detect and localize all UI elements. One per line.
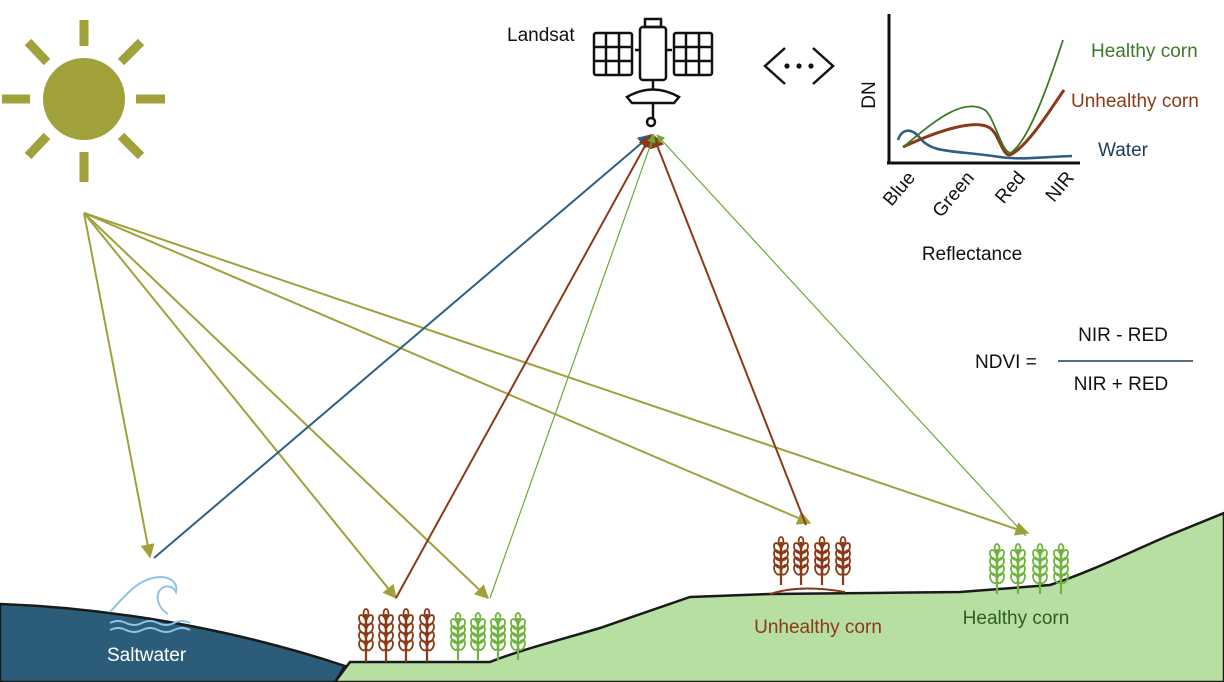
- healthy-corn-plant: [450, 612, 466, 660]
- incoming-solar-rays: [83, 212, 1030, 600]
- sea-water: [0, 602, 347, 682]
- legend-water: Water: [1098, 140, 1149, 161]
- healthy-corn-plant: [1032, 543, 1048, 594]
- unhealthy-corn-plant: [814, 536, 830, 585]
- reflected-ray-unhealthy-corn: [651, 133, 807, 526]
- healthy-corn-plant: [989, 543, 1005, 594]
- solar-ray-to-saltwater: [83, 212, 155, 559]
- spectral-reflectance-chart: DN Healthy corn Unhealthy corn Water Blu…: [859, 14, 1199, 265]
- unhealthy-corn-plant: [419, 608, 435, 662]
- band-label-blue: Blue: [879, 168, 920, 211]
- unhealthy-corn-plant: [773, 536, 789, 585]
- soil-mound: [769, 587, 846, 595]
- unhealthy-corn-plant: [793, 536, 809, 585]
- ndvi-denominator: NIR + RED: [1074, 374, 1169, 395]
- wave-icon: [109, 575, 191, 633]
- ndvi-numerator: NIR - RED: [1078, 325, 1168, 346]
- chart-x-axis-label: Reflectance: [922, 244, 1022, 265]
- land-terrain: [333, 511, 1224, 682]
- chart-y-axis-label: DN: [859, 81, 880, 108]
- solar-ray-to-unhealthy-corn: [83, 212, 812, 525]
- reflected-ray-near-unhealthy-corn: [395, 133, 652, 599]
- unhealthy-corn-plant: [358, 608, 374, 662]
- solar-ray-to-near-healthy-corn: [83, 212, 490, 599]
- healthy-corn-label: Healthy corn: [963, 608, 1070, 629]
- healthy-corn-plant: [1053, 543, 1069, 594]
- solar-ray-to-healthy-corn: [83, 212, 1030, 536]
- curve-unhealthy-corn: [902, 89, 1066, 157]
- curve-water: [896, 129, 1073, 160]
- healthy-corn-plant: [470, 612, 486, 660]
- band-label-red: Red: [991, 168, 1029, 208]
- sun-icon: [2, 20, 165, 182]
- legend-healthy-corn: Healthy corn: [1091, 41, 1198, 62]
- healthy-corn-plant: [510, 612, 526, 660]
- healthy-corn-plant: [1010, 543, 1026, 594]
- unhealthy-corn-plant: [378, 608, 394, 662]
- corn-plants: [358, 536, 1069, 662]
- solar-ray-to-near-unhealthy-corn: [83, 212, 397, 600]
- ellipsis-brackets-icon: [763, 47, 835, 85]
- legend-unhealthy-corn: Unhealthy corn: [1071, 91, 1199, 112]
- reflected-ray-near-healthy-corn: [489, 134, 656, 599]
- satellite-icon: [592, 17, 714, 128]
- unhealthy-corn-plant: [398, 608, 414, 662]
- ndvi-lhs: NDVI =: [975, 352, 1037, 373]
- band-label-green: Green: [929, 168, 979, 222]
- curve-healthy-corn: [902, 39, 1064, 154]
- saltwater-label: Saltwater: [107, 645, 187, 666]
- healthy-corn-plant: [490, 612, 506, 660]
- band-label-nir: NIR: [1042, 168, 1079, 207]
- ndvi-formula: NDVI = NIR - RED NIR + RED: [975, 325, 1193, 395]
- satellite-label: Landsat: [507, 25, 575, 46]
- reflected-ray-water: [153, 134, 653, 559]
- unhealthy-corn-plant: [835, 536, 851, 585]
- reflected-ray-healthy-corn: [656, 134, 1027, 537]
- unhealthy-corn-label: Unhealthy corn: [754, 617, 882, 638]
